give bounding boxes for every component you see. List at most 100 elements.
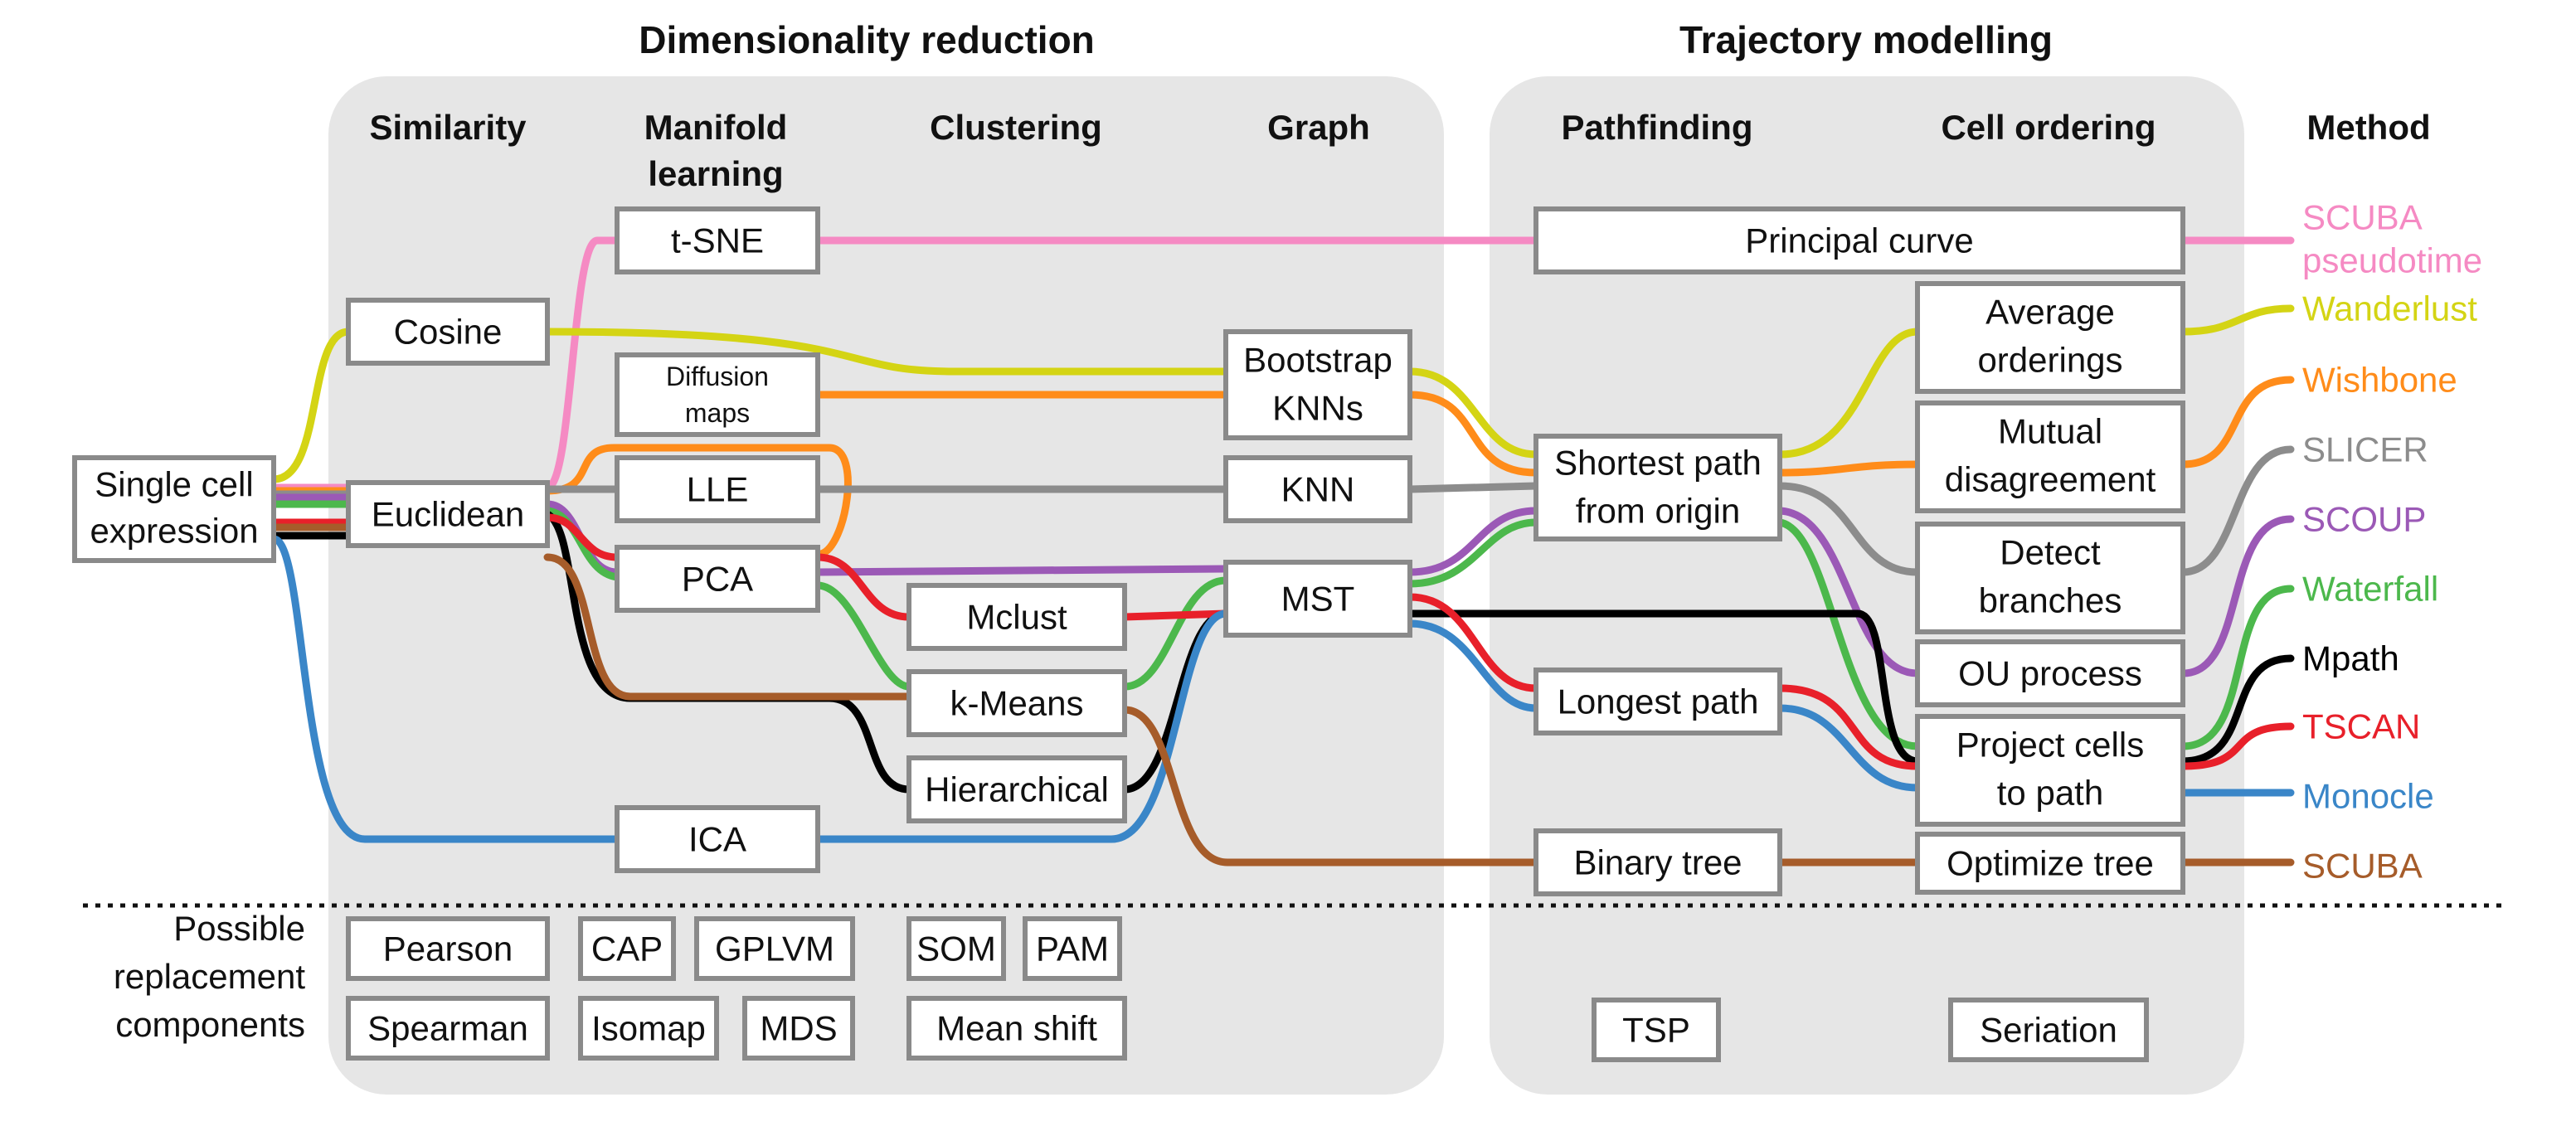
node-principal-curve: Principal curve: [1533, 206, 2185, 274]
shortest-path-label-1: Shortest path: [1554, 444, 1762, 483]
diffusion-label-2: maps: [685, 398, 750, 428]
node-pca: PCA: [615, 545, 820, 613]
replacement-isomap: Isomap: [578, 996, 719, 1061]
node-shortest-path: Shortest path from origin: [1533, 434, 1782, 541]
clustering-column-title: Clustering: [930, 108, 1102, 147]
kmeans-label: k-Means: [950, 684, 1083, 723]
edge-scuba: [270, 523, 2295, 867]
node-kmeans: k-Means: [906, 669, 1127, 737]
cosine-label: Cosine: [394, 313, 503, 352]
node-euclidean: Euclidean: [346, 480, 550, 548]
detect-branches-label-2: branches: [1979, 581, 2122, 620]
manifold-column-title-line1: Manifold: [644, 108, 788, 147]
dimensionality-reduction-title: Dimensionality reduction: [639, 18, 1095, 61]
node-longest-path: Longest path: [1533, 668, 1782, 735]
single-cell-label-2: expression: [90, 512, 258, 551]
replacement-title-3: components: [115, 1005, 305, 1044]
method-scoup: SCOUP: [2302, 500, 2426, 539]
replacement-mean-shift: Mean shift: [906, 996, 1127, 1061]
binary-tree-label: Binary tree: [1573, 843, 1742, 882]
trajectory-modelling-title: Trajectory modelling: [1679, 18, 2053, 61]
manifold-column-title-line2: learning: [648, 154, 783, 193]
replacement-seriation: Seriation: [1948, 998, 2149, 1062]
replacement-cap: CAP: [578, 916, 676, 981]
method-tscan: TSCAN: [2302, 707, 2420, 746]
detect-branches-label-1: Detect: [2000, 533, 2101, 572]
replacement-gplvm: GPLVM: [694, 916, 855, 981]
replacement-mean-shift-label: Mean shift: [936, 1009, 1097, 1048]
method-scuba-pseudotime-2: pseudotime: [2302, 241, 2482, 280]
replacement-title-2: replacement: [114, 957, 305, 996]
node-optimize-tree: Optimize tree: [1915, 832, 2185, 895]
shortest-path-label-2: from origin: [1576, 492, 1740, 531]
lle-label: LLE: [687, 470, 749, 509]
method-wanderlust: Wanderlust: [2302, 289, 2477, 328]
replacement-spearman: Spearman: [346, 996, 550, 1061]
method-scuba-pseudotime-1: SCUBA: [2302, 198, 2423, 237]
edge-tscan: [270, 513, 2295, 770]
pca-label: PCA: [682, 560, 753, 599]
average-orderings-label-2: orderings: [1977, 341, 2122, 380]
node-mutual-disagreement: Mutual disagreement: [1915, 401, 2185, 513]
node-average-orderings: Average orderings: [1915, 281, 2185, 394]
node-lle: LLE: [615, 455, 820, 523]
node-bootstrap-knns: Bootstrap KNNs: [1223, 329, 1412, 440]
mutual-disagreement-label-2: disagreement: [1945, 460, 2156, 499]
node-mclust: Mclust: [906, 583, 1127, 651]
euclidean-label: Euclidean: [372, 495, 524, 534]
single-cell-label-1: Single cell: [95, 465, 253, 504]
method-labels: SCUBA pseudotime Wanderlust Wishbone SLI…: [2302, 198, 2482, 886]
node-tsne: t-SNE: [615, 206, 820, 274]
longest-path-label: Longest path: [1558, 682, 1759, 721]
replacement-tsp: TSP: [1592, 998, 1721, 1062]
cell-ordering-column-title: Cell ordering: [1941, 108, 2156, 147]
node-knn: KNN: [1223, 455, 1412, 523]
project-cells-label-2: to path: [1997, 774, 2103, 813]
similarity-column-title: Similarity: [369, 108, 527, 147]
replacement-pam-label: PAM: [1036, 930, 1109, 969]
method-mpath: Mpath: [2302, 639, 2399, 678]
pathfinding-column-title: Pathfinding: [1562, 108, 1753, 147]
method-scuba: SCUBA: [2302, 847, 2423, 886]
method-monocle: Monocle: [2302, 777, 2434, 816]
diffusion-label-1: Diffusion: [666, 362, 769, 391]
method-wishbone: Wishbone: [2302, 361, 2457, 400]
graph-column-title: Graph: [1267, 108, 1370, 147]
replacement-cap-label: CAP: [591, 930, 663, 969]
replacement-pearson-label: Pearson: [383, 930, 513, 969]
replacement-pam: PAM: [1023, 916, 1122, 981]
replacement-som: SOM: [906, 916, 1006, 981]
replacement-spearman-label: Spearman: [367, 1009, 528, 1048]
node-diffusion-maps: Diffusion maps: [615, 352, 820, 437]
replacement-mds-label: MDS: [760, 1009, 837, 1048]
knn-label: KNN: [1281, 470, 1355, 509]
node-ou-process: OU process: [1915, 639, 2185, 707]
bootstrap-label-1: Bootstrap: [1243, 341, 1392, 380]
edge-wanderlust: [270, 304, 2295, 483]
bootstrap-label-2: KNNs: [1272, 389, 1363, 428]
mst-label: MST: [1281, 580, 1355, 619]
mclust-label: Mclust: [966, 598, 1067, 637]
node-mst: MST: [1223, 560, 1412, 638]
hierarchical-label: Hierarchical: [925, 770, 1109, 809]
replacement-gplvm-label: GPLVM: [715, 930, 834, 969]
replacement-pearson: Pearson: [346, 916, 550, 981]
replacement-mds: MDS: [742, 996, 855, 1061]
method-column-title: Method: [2306, 108, 2430, 147]
replacement-som-label: SOM: [916, 930, 996, 969]
ou-process-label: OU process: [1958, 654, 2142, 693]
node-single-cell-expression: Single cell expression: [72, 455, 276, 563]
replacement-tsp-label: TSP: [1622, 1011, 1690, 1050]
project-cells-label-1: Project cells: [1956, 726, 2144, 765]
node-ica: ICA: [615, 805, 820, 873]
method-slicer: SLICER: [2302, 430, 2428, 469]
method-waterfall: Waterfall: [2302, 570, 2438, 609]
edge-monocle: [270, 535, 2295, 843]
node-detect-branches: Detect branches: [1915, 522, 2185, 634]
node-binary-tree: Binary tree: [1533, 828, 1782, 896]
principal-curve-label: Principal curve: [1745, 221, 1973, 260]
ica-label: ICA: [688, 820, 746, 859]
average-orderings-label-1: Average: [1985, 293, 2115, 332]
replacement-seriation-label: Seriation: [1980, 1011, 2117, 1050]
